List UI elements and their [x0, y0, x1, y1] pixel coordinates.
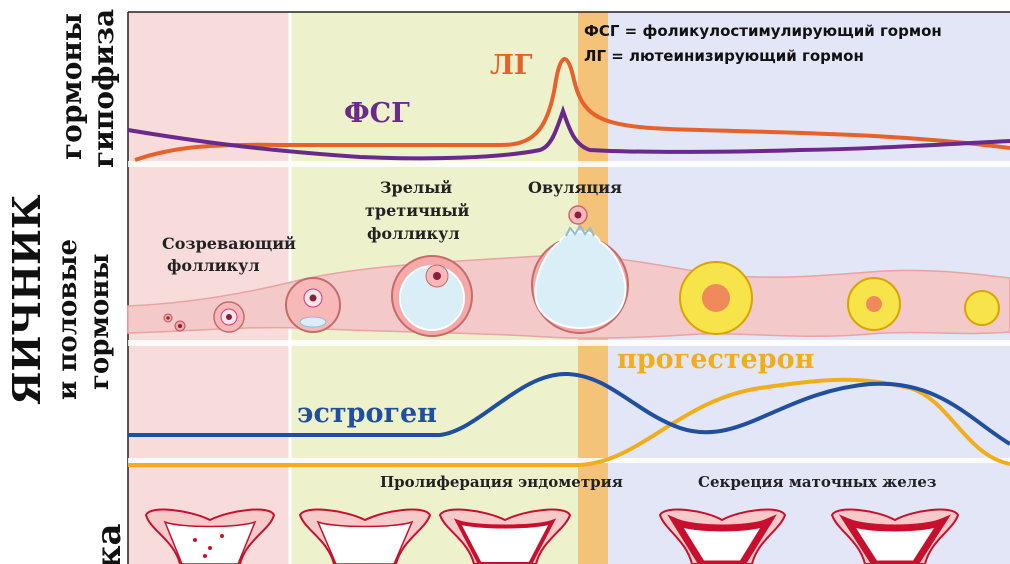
row-divider-2 [128, 340, 1010, 346]
maturing-follicle-label-2: фолликул [167, 256, 260, 275]
legend-lh-definition: ЛГ = лютеинизирующий гормон [584, 47, 864, 65]
row-divider-3 [128, 458, 1010, 463]
mature-follicle-label-2: третичный [365, 201, 470, 220]
corpus-luteum-icon [848, 278, 900, 330]
secretion-label: Секреция маточных желез [698, 473, 936, 491]
corpus-luteum-icon [680, 262, 752, 334]
uterus-label-fragment: ка [92, 523, 126, 564]
pituitary-label-line2: гипофиза [90, 9, 118, 168]
ovary-label-line2: гормоны [87, 254, 113, 390]
estrogen-label: эстроген [297, 398, 437, 429]
row-divider-1 [128, 161, 1010, 167]
maturing-follicle-label-1: Созревающий [162, 234, 296, 253]
progesterone-label: прогестерон [617, 344, 814, 375]
proliferation-label: Пролиферация эндометрия [380, 473, 623, 491]
ovary-main-label: ЯИЧНИК [8, 195, 46, 405]
lh-label: ЛГ [490, 50, 533, 81]
pituitary-label-line1: гормоны [58, 13, 86, 160]
legend-fsh-definition: ФСГ = фоликулостимулирующий гормон [584, 22, 942, 40]
follicle-icon [214, 302, 244, 332]
follicle-icon [286, 278, 340, 332]
follicle-icon [392, 256, 472, 336]
corpus-luteum-icon [965, 291, 999, 325]
mature-follicle-label-3: фолликул [367, 224, 460, 243]
ovulation-label: Овуляция [528, 178, 622, 197]
ovary-label-line1: и половые [55, 239, 81, 400]
fsh-label: ФСГ [344, 98, 410, 129]
mature-follicle-label-1: Зрелый [380, 178, 452, 197]
